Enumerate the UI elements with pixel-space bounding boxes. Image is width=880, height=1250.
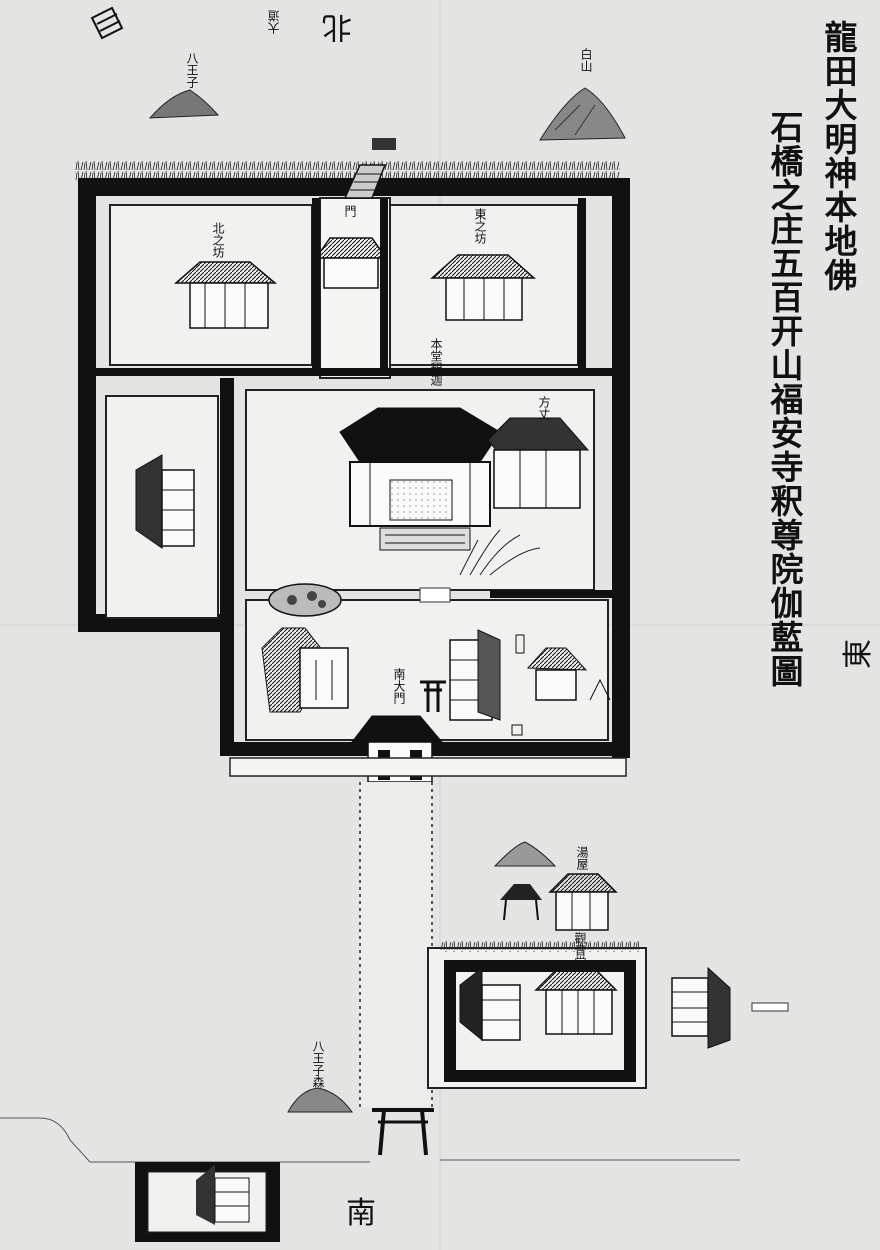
label-shrine: 白山權現 — [611, 662, 625, 710]
label-daido: 大道 — [267, 10, 281, 34]
hall-east-outside — [671, 966, 789, 1049]
label-hachiouji: 八王子 — [185, 52, 199, 88]
torii-inner — [420, 680, 446, 712]
bell-tower — [500, 884, 542, 921]
hall-hojo — [487, 417, 590, 509]
hall-kannon-side — [459, 966, 521, 1042]
label-gate: 門 — [343, 205, 357, 217]
label-yuya: 湯屋 — [575, 846, 589, 870]
road — [0, 1117, 740, 1163]
hall-east-bo — [430, 254, 536, 321]
title-line-1: 龍田大明神本地佛 — [819, 20, 858, 292]
mountain-south — [493, 841, 557, 867]
hall-north-bo — [174, 261, 278, 329]
inner-walls — [95, 198, 613, 598]
label-hojo: 方丈 — [537, 396, 551, 420]
stone-slab — [419, 587, 451, 603]
direction-north: 北 — [322, 9, 352, 44]
title-line-2: 石橋之庄五百开山福安寺釈尊院伽藍圖 — [765, 110, 804, 688]
torii-entrance — [372, 1108, 434, 1156]
label-hakusan: 白山 — [579, 48, 593, 72]
grass-bank-north — [75, 160, 620, 182]
outer-wall — [78, 178, 630, 758]
hall-southwest — [261, 627, 349, 713]
approach-path — [359, 782, 433, 1107]
hall-north-gate — [314, 237, 388, 289]
label-kannon-do: 觀音堂 — [573, 932, 587, 968]
hall-yuya — [548, 873, 618, 931]
mountain-hachiouji — [148, 89, 220, 119]
hall-kannon — [534, 967, 618, 1035]
north-gate-stairs — [343, 138, 396, 199]
direction-east: 東 — [841, 639, 876, 669]
mountain-hakusan — [539, 87, 626, 141]
direction-south: 南 — [346, 1196, 376, 1231]
hall-haiden — [449, 629, 501, 721]
grove-hachiouji — [287, 1087, 353, 1113]
label-hondo: 本堂釈迦 — [429, 338, 443, 386]
label-east-bo: 東之坊 — [473, 208, 487, 244]
bottom-enclosure — [135, 1162, 280, 1242]
label-north-bo: 北之坊 — [211, 222, 225, 258]
hall-hondo — [339, 407, 501, 551]
grass-tuft — [459, 529, 541, 576]
fence-sign — [90, 6, 124, 40]
hall-west — [135, 454, 195, 549]
lanterns — [511, 634, 525, 736]
south-terrace — [229, 757, 627, 777]
label-hachiouji-mori: 八王子森 — [311, 1040, 325, 1088]
pond — [268, 583, 342, 617]
label-south-gate: 南大門 — [392, 668, 406, 704]
shrine-hakusan — [526, 647, 611, 701]
